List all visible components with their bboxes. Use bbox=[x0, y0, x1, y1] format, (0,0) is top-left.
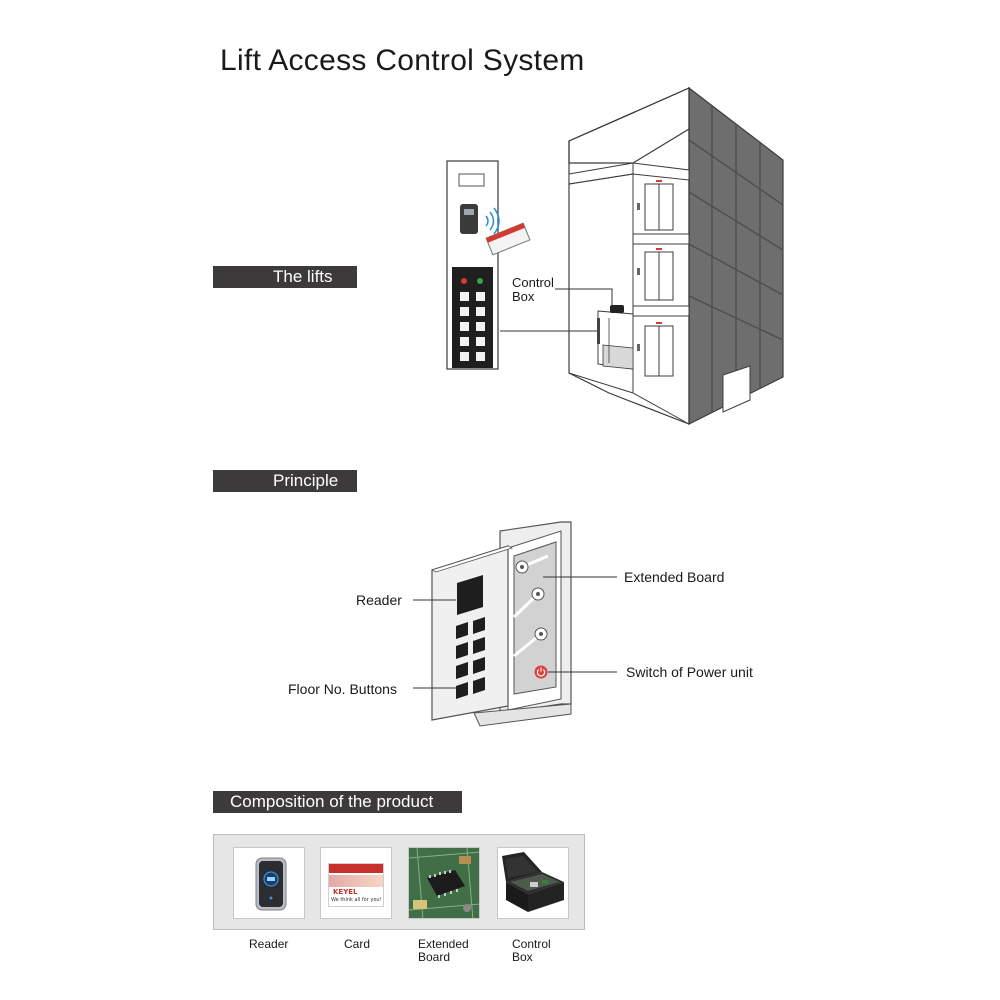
caption-control-box-line1: Control bbox=[512, 937, 551, 951]
caption-extended-board: Extended Board bbox=[418, 938, 469, 964]
control-box-label: Control Box bbox=[512, 276, 554, 304]
extended-board bbox=[512, 541, 557, 695]
lift-car bbox=[597, 310, 634, 370]
reader-label: Reader bbox=[356, 592, 402, 608]
control-box-tile bbox=[497, 847, 569, 919]
power-switch-label: Switch of Power unit bbox=[626, 664, 753, 680]
caption-reader: Reader bbox=[249, 938, 288, 951]
card-slogan: We think all for you! bbox=[331, 897, 382, 903]
section-bar-principle: Principle bbox=[213, 470, 357, 492]
section-title-principle: Principle bbox=[273, 471, 339, 490]
caption-reader-line1: Reader bbox=[249, 937, 289, 951]
control-box-icon bbox=[610, 305, 624, 313]
section-title-composition: Composition of the product bbox=[230, 792, 434, 811]
page-title: Lift Access Control System bbox=[220, 44, 585, 77]
power-switch-icon bbox=[534, 665, 548, 679]
caption-card-line1: Card bbox=[344, 937, 371, 951]
composition-panel: KEYEL We think all for you! bbox=[213, 834, 585, 930]
card-tile: KEYEL We think all for you! bbox=[320, 847, 392, 919]
circuit-board-icon bbox=[409, 848, 479, 918]
caption-control-box-line2: Box bbox=[512, 950, 533, 964]
building-illustration bbox=[568, 86, 784, 425]
card-icon: KEYEL We think all for you! bbox=[328, 863, 384, 907]
section-bar-composition: Composition of the product bbox=[213, 791, 462, 813]
wall-panel bbox=[446, 160, 499, 370]
rfid-card-icon bbox=[485, 207, 531, 256]
card-brand: KEYEL bbox=[333, 888, 358, 896]
caption-extended-board-line2: Board bbox=[418, 950, 451, 964]
control-box-device-icon bbox=[502, 852, 564, 912]
control-box-label-line2: Box bbox=[512, 289, 535, 304]
extended-board-label: Extended Board bbox=[624, 569, 725, 585]
section-title-lifts: The lifts bbox=[273, 267, 333, 286]
caption-control-box: Control Box bbox=[512, 938, 551, 964]
floor-buttons-label: Floor No. Buttons bbox=[288, 681, 397, 697]
caption-card: Card bbox=[344, 938, 370, 951]
control-box-label-line1: Control bbox=[512, 275, 554, 290]
reader-tile bbox=[233, 847, 305, 919]
reader-device-icon bbox=[255, 857, 287, 911]
reader-panel bbox=[430, 545, 514, 721]
section-bar-lifts: The lifts bbox=[213, 266, 357, 288]
caption-extended-board-line1: Extended bbox=[418, 937, 469, 951]
extended-board-tile bbox=[408, 847, 480, 919]
